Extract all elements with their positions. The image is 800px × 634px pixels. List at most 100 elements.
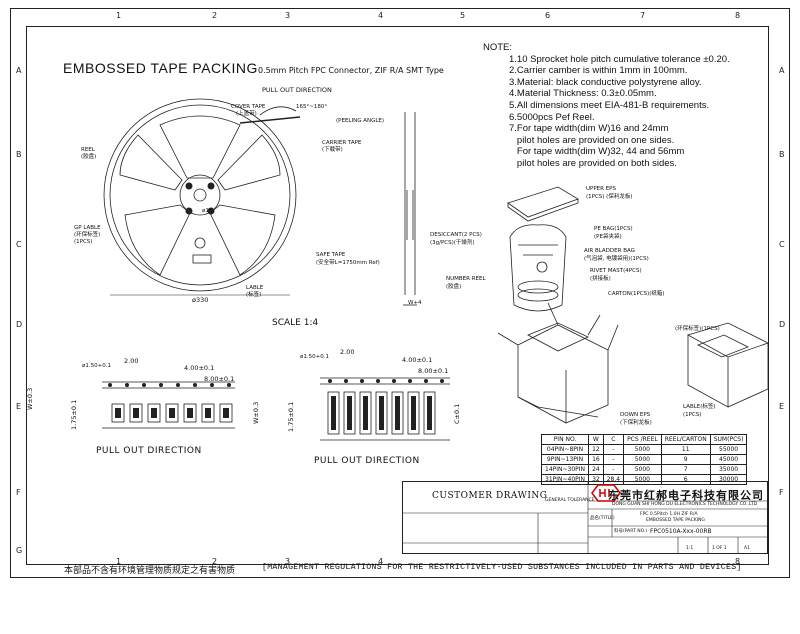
- tape-drawing-2: [320, 377, 450, 441]
- tape1-pockets: [111, 403, 233, 423]
- tape-component: [411, 396, 416, 430]
- scale-value: 1:1: [686, 546, 694, 551]
- ruler-label: 7: [640, 11, 646, 20]
- cell: -: [602, 454, 625, 465]
- pe-bag-cn: (PE袋夹袋): [594, 234, 622, 240]
- cell: 12: [588, 444, 604, 455]
- angle-label: 165°~180°: [296, 104, 328, 110]
- tape2-pitch: 2.00: [340, 348, 355, 356]
- carton-label: CARTON(1PCS)(纸箱): [608, 291, 665, 297]
- lable-cn: (标签): [246, 292, 262, 298]
- carton-gp-label: (环保标签)(1PCS): [675, 326, 720, 332]
- cell: 55000: [709, 444, 748, 455]
- sprocket-hole: [376, 379, 380, 383]
- product-subtitle: EMBOSSED TAPE PACKING: [646, 518, 705, 523]
- customer-drawing-label: CUSTOMER DRAWING: [432, 491, 548, 501]
- tape2-p2: 8.00±0.1: [418, 367, 449, 375]
- tape-component: [331, 396, 336, 430]
- cell: 24: [588, 464, 604, 475]
- tape-component: [347, 396, 352, 430]
- sprocket-hole: [360, 379, 364, 383]
- drawing-title: EMBOSSED TAPE PACKING: [63, 60, 258, 76]
- down-eps-cn: (下保利龙板): [620, 420, 652, 426]
- reel-diameter: ø330: [192, 296, 209, 304]
- gp-label-qty: (1PCS): [74, 239, 93, 245]
- sprocket-hole: [159, 383, 163, 387]
- air-bag-cn: (气泡袋, 电镀袋用)(1PCS): [584, 256, 649, 262]
- cell: 11: [660, 444, 711, 455]
- sprocket-hole: [440, 379, 444, 383]
- number-reel-cn: (胶盘): [446, 284, 462, 290]
- sprocket-hole: [125, 383, 129, 387]
- hub-dimension: ø13: [202, 208, 213, 214]
- cover-tape-cn: (上盖带): [236, 111, 257, 117]
- carrier-tape-cn: (下载带): [322, 147, 343, 153]
- col-w: W: [588, 434, 604, 445]
- tape-pocket: [219, 403, 233, 423]
- carton-lable-qty: (1PCS): [683, 412, 702, 418]
- tape1-e: 1.75±0.1: [70, 399, 78, 430]
- cell: 45000: [709, 454, 748, 465]
- tape-pocket: [423, 391, 436, 435]
- note-item: pilot holes are provided on both sides.: [509, 157, 677, 169]
- col-pin: PIN NO.: [540, 434, 590, 445]
- tape2-pull: PULL OUT DIRECTION: [314, 456, 420, 466]
- ruler-label: F: [779, 488, 784, 497]
- tape-pocket: [327, 391, 340, 435]
- drawing-inner-frame: [26, 26, 769, 565]
- notes-heading: NOTE:: [483, 42, 513, 53]
- safe-tape-label: SAFE TAPE: [316, 252, 346, 258]
- tape1-w: W±0.3: [26, 387, 34, 410]
- cell: -: [602, 464, 625, 475]
- reel-drawing: [103, 98, 301, 296]
- note-item: 3.Material: black conductive polystyrene…: [509, 76, 702, 88]
- tape2-e: 1.75±0.1: [287, 401, 295, 432]
- ruler-label: 2: [212, 11, 218, 20]
- upper-eps-cn: (1PCS) (保利龙板): [586, 194, 633, 200]
- sprocket-hole: [108, 383, 112, 387]
- rev-value: A1: [744, 546, 750, 551]
- tape-pocket: [375, 391, 388, 435]
- sprocket-hole: [408, 379, 412, 383]
- ruler-label: 3: [285, 11, 291, 20]
- cell: 04PIN~8PIN: [540, 444, 590, 455]
- sprocket-hole: [142, 383, 146, 387]
- tape-pocket: [147, 403, 161, 423]
- ruler-label: 8: [735, 557, 741, 566]
- col-c: C: [602, 434, 625, 445]
- tape-pocket: [201, 403, 215, 423]
- cell: 5000: [623, 464, 662, 475]
- cell: 5000: [623, 444, 662, 455]
- table-row: 04PIN~8PIN 12 - 5000 11 55000: [540, 444, 748, 455]
- cover-tape-label: COVER TAPE: [231, 104, 266, 110]
- company-name-cn: 东莞市红郝电子科技有限公司: [608, 489, 764, 502]
- tape-component: [151, 408, 157, 418]
- tape-pocket: [391, 391, 404, 435]
- cell: -: [602, 444, 625, 455]
- reel-width: W+4: [408, 300, 422, 306]
- note-item: For tape width(dim W)32, 44 and 56mm: [509, 146, 685, 158]
- sprocket-hole: [424, 379, 428, 383]
- note-item: pilot holes are provided on one sides.: [509, 134, 675, 146]
- part-no-value: FPC0510A-Xxx-00RB: [650, 528, 712, 535]
- ruler-label: 1: [116, 11, 122, 20]
- cell: 14PIN~30PIN: [540, 464, 590, 475]
- tape-component: [427, 396, 432, 430]
- title-block-grid: [402, 481, 768, 554]
- reel-side-view: [403, 112, 417, 306]
- down-eps-label: DOWN EPS: [620, 412, 651, 418]
- tape2-w: W±0.3: [252, 401, 260, 424]
- cell: 5000: [623, 454, 662, 465]
- tape1-holes: [108, 383, 231, 387]
- sprocket-hole: [193, 383, 197, 387]
- desiccant-cn: (3g/PCS)(干燥剂): [430, 240, 475, 246]
- tape1-pull: PULL OUT DIRECTION: [96, 446, 202, 456]
- cell: 28.4: [602, 474, 625, 485]
- upper-eps-label: UPPER EPS: [586, 186, 616, 192]
- scale-label: SCALE 1:4: [272, 318, 319, 328]
- cell: 35000: [709, 464, 748, 475]
- footer-cn: 本部品不含有环境管理物质规定之有害物质: [64, 566, 236, 576]
- part-no-label: 料号(PART NO.): [614, 529, 648, 534]
- tape-pocket: [165, 403, 179, 423]
- table-row: 14PIN~30PIN 24 - 5000 7 35000: [540, 464, 748, 475]
